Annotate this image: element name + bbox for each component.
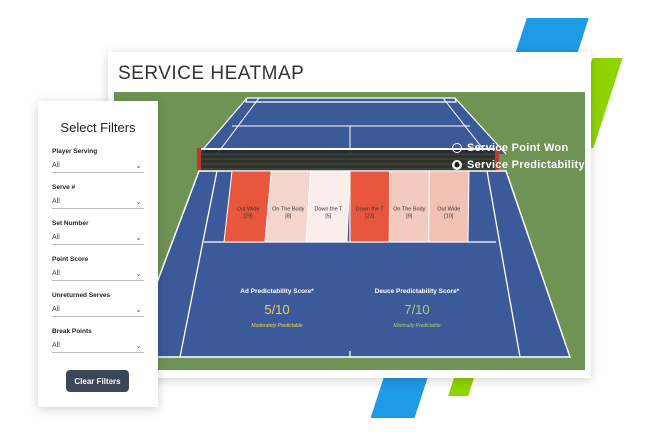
far-baseline: [245, 97, 457, 103]
select-value: All: [52, 198, 60, 205]
chevron-down-icon: ⌄: [135, 197, 142, 206]
tennis-court: Out Wide[29]On The Body[8]Down the T[5] …: [127, 97, 572, 358]
radio-service-point-won[interactable]: Service Point Won: [452, 139, 585, 156]
filter-unreturned-serves: Unreturned Serves All ⌄: [52, 292, 144, 317]
clear-filters-button[interactable]: Clear Filters: [66, 370, 129, 392]
filter-label: Set Number: [52, 220, 89, 227]
decor-blue-shape: [370, 372, 430, 418]
near-single-right: [486, 170, 521, 358]
radio-selected-icon: [452, 159, 462, 170]
break-points-select[interactable]: All ⌄: [52, 340, 144, 353]
select-value: All: [52, 342, 60, 349]
heat-zone-count: [5]: [325, 214, 332, 220]
chevron-down-icon: ⌄: [135, 305, 142, 314]
net-post-left: [197, 148, 201, 170]
deuce-score-block: Deuce Predictability Score* 7/10 Minimal…: [352, 288, 482, 329]
filter-player-serving: Player Serving All ⌄: [52, 148, 144, 173]
player-serving-select[interactable]: All ⌄: [52, 160, 144, 173]
heat-zone-label: On The Body: [272, 207, 305, 213]
select-value: All: [52, 234, 60, 241]
near-single-left: [179, 170, 218, 358]
heat-zone-count: [10]: [444, 214, 454, 220]
select-value: All: [52, 306, 60, 313]
heat-zone-label: Out Wide: [437, 207, 460, 213]
deuce-score-desc: Minimally Predictable: [393, 323, 441, 329]
chevron-down-icon: ⌄: [135, 233, 142, 242]
heat-zone-count: [29]: [243, 214, 253, 220]
far-sideline-right: [454, 97, 507, 155]
legend-label: Service Point Won: [467, 141, 569, 154]
heat-zone-count: [9]: [406, 214, 413, 220]
heat-zone-label: Out Wide: [237, 207, 260, 213]
filter-set-number: Set Number All ⌄: [52, 220, 144, 245]
filter-label: Break Points: [52, 328, 92, 335]
filter-serve-number: Serve # All ⌄: [52, 184, 144, 209]
heat-zone: [305, 170, 351, 243]
ad-score-desc: Moderately Predictable: [251, 323, 303, 329]
ad-score-block: Ad Predictability Score* 5/10 Moderately…: [212, 288, 342, 329]
select-value: All: [52, 162, 60, 169]
filter-label: Player Serving: [52, 148, 98, 155]
heat-zone-label: Down the T: [356, 207, 385, 213]
select-value: All: [52, 270, 60, 277]
radio-service-predictability[interactable]: Service Predictability: [452, 156, 585, 173]
heat-zone: [428, 170, 470, 243]
chevron-down-icon: ⌄: [135, 341, 142, 350]
heat-zone-label: Down the T: [314, 207, 343, 213]
heat-zone-count: [23]: [365, 214, 375, 220]
filters-panel: Select Filters Player Serving All ⌄ Serve…: [38, 101, 158, 407]
page-title: SERVICE HEATMAP: [118, 63, 305, 84]
deuce-score-label: Deuce Predictability Score*: [374, 288, 460, 295]
filter-label: Point Score: [52, 256, 89, 263]
point-score-select[interactable]: All ⌄: [52, 268, 144, 281]
filter-point-score: Point Score All ⌄: [52, 256, 144, 281]
service-heatmap-card: SERVICE HEATMAP: [108, 52, 591, 378]
far-sideline-left: [198, 97, 248, 155]
tennis-net: [200, 149, 496, 171]
filter-break-points: Break Points All ⌄: [52, 328, 144, 353]
radio-icon: [452, 142, 462, 153]
court-surround: Out Wide[29]On The Body[8]Down the T[5] …: [114, 92, 585, 370]
ad-score-label: Ad Predictability Score*: [240, 288, 314, 295]
ad-score-value: 5/10: [264, 302, 290, 317]
chevron-down-icon: ⌄: [135, 161, 142, 170]
legend: Service Point Won Service Predictability: [452, 139, 585, 173]
deuce-score-value: 7/10: [404, 302, 430, 317]
filter-label: Serve #: [52, 184, 76, 191]
heat-zone-label: On The Body: [393, 207, 426, 213]
filters-title: Select Filters: [60, 120, 136, 135]
chevron-down-icon: ⌄: [135, 269, 142, 278]
set-number-select[interactable]: All ⌄: [52, 232, 144, 245]
deuce-side-zones: Down the T[23] On The Body[9] Out Wide[10]: [349, 170, 470, 243]
ad-side-zones: Out Wide[29] On The Body[8] Down the T[5]: [223, 170, 351, 243]
legend-label: Service Predictability: [467, 158, 585, 171]
filter-label: Unreturned Serves: [52, 292, 111, 299]
net-post-right: [495, 148, 499, 170]
heat-zone-count: [8]: [285, 214, 292, 220]
unreturned-serves-select[interactable]: All ⌄: [52, 304, 144, 317]
serve-number-select[interactable]: All ⌄: [52, 196, 144, 209]
